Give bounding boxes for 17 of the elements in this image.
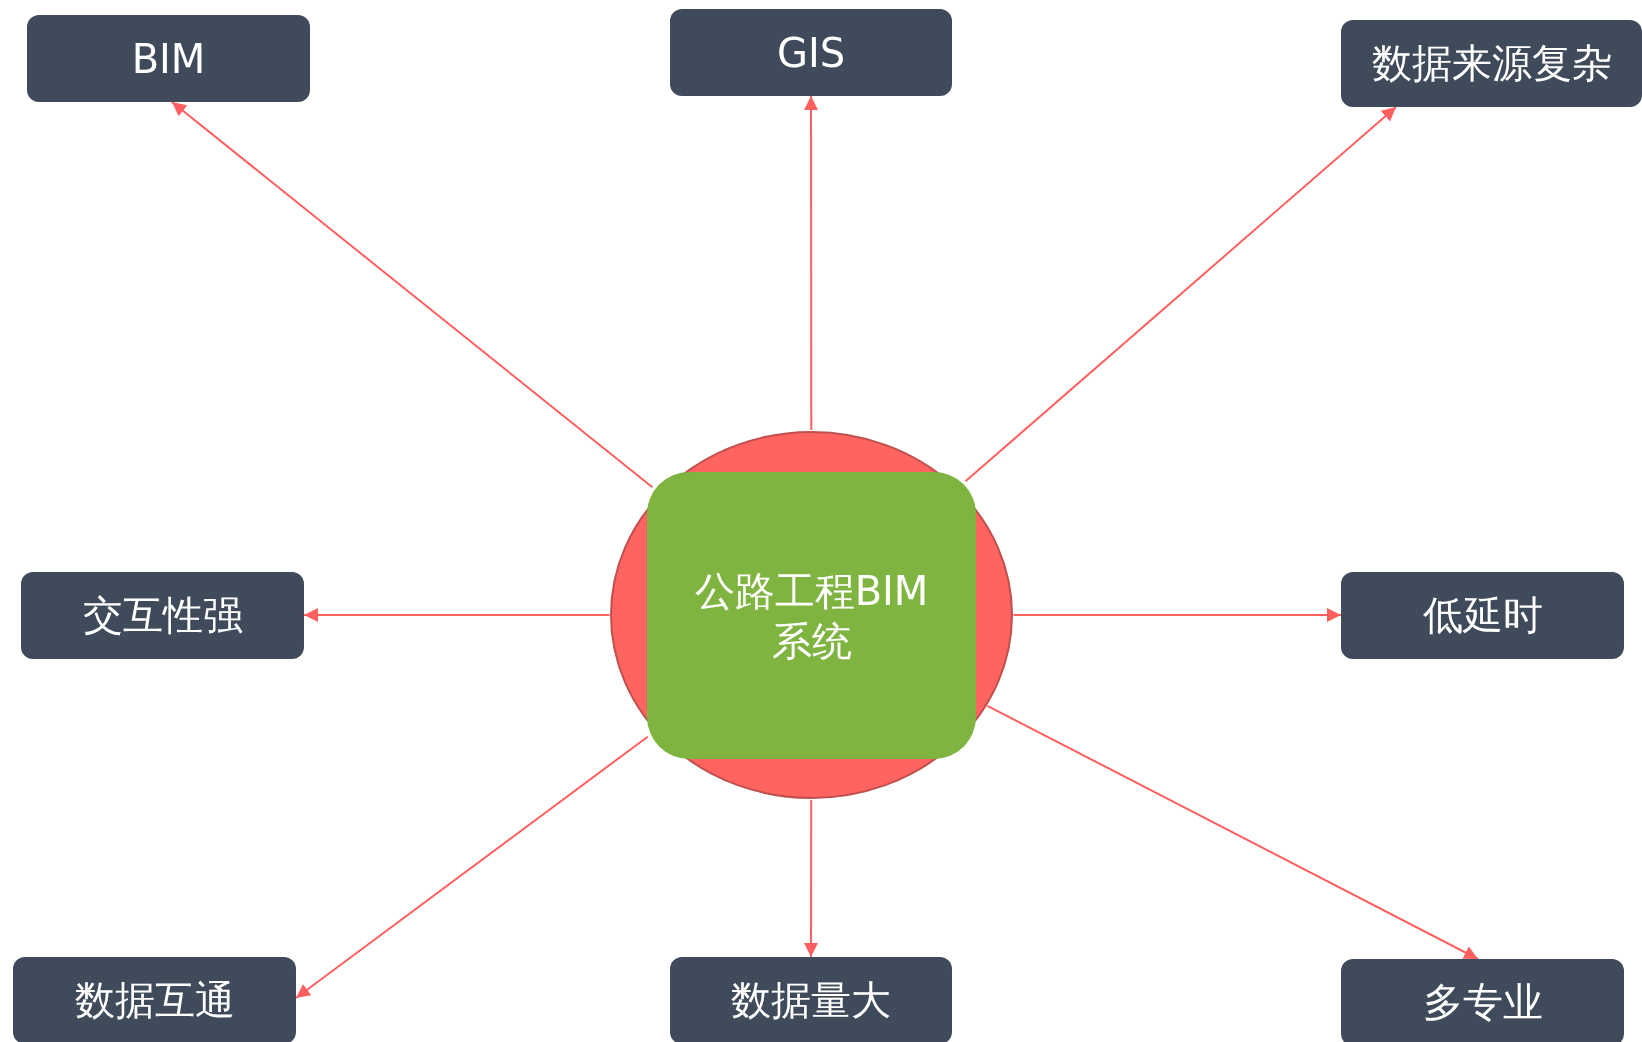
label-box: 数据互通 [13,957,296,1042]
arrow [964,106,1397,483]
label-box: BIM [27,15,310,102]
label-box: GIS [670,9,952,96]
arrow [295,735,649,999]
arrow [1012,608,1342,622]
label-box: 交互性强 [21,572,304,659]
arrow [804,95,818,431]
arrow [804,799,818,958]
label-box: 数据来源复杂 [1341,20,1642,107]
label-box: 低延时 [1341,572,1624,659]
label-box: 数据量大 [670,957,952,1042]
arrow [303,608,611,622]
label-box: 多专业 [1341,959,1624,1042]
system-box: 公路工程BIM系统 [647,472,976,759]
arrow [986,704,1479,960]
arrow [171,101,654,489]
